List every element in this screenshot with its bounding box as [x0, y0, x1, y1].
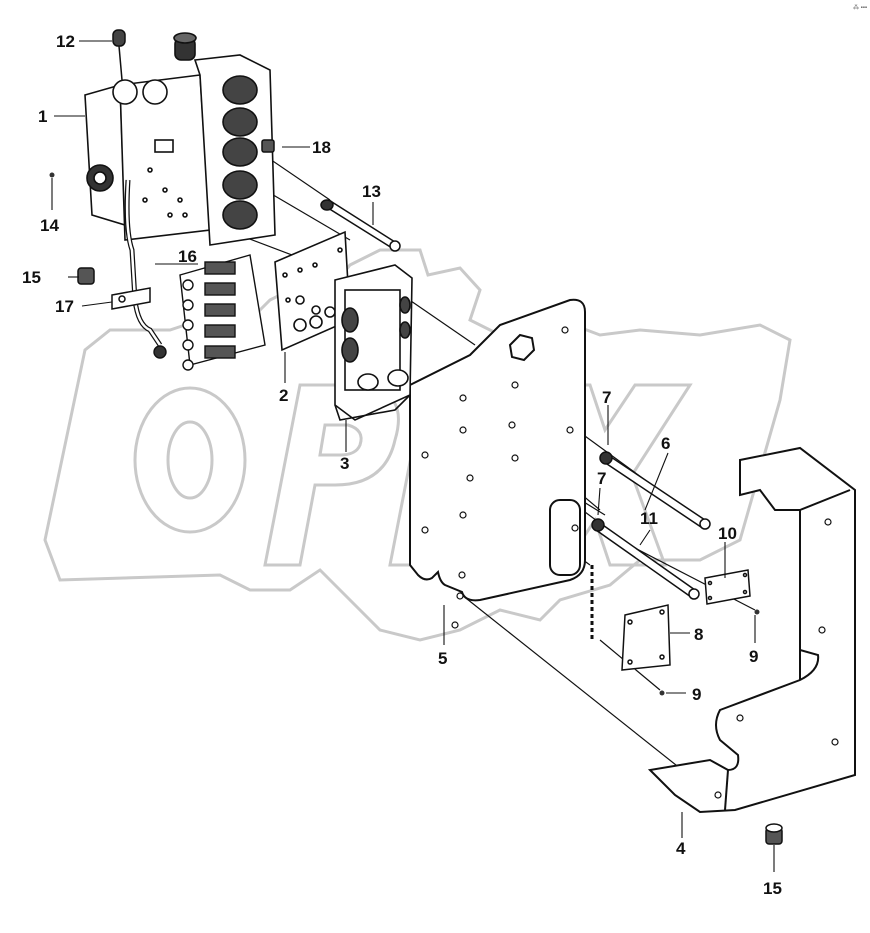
callout-14: 14 — [40, 216, 59, 235]
valve-block — [84, 32, 276, 246]
callout-9b: 9 — [692, 685, 702, 704]
callout-11: 11 — [640, 509, 658, 528]
mounting-plate — [409, 298, 586, 602]
callout-15b: 15 — [763, 879, 782, 898]
callout-13: 13 — [362, 182, 381, 201]
bolt-6 — [599, 451, 711, 530]
callout-2: 2 — [279, 386, 289, 405]
bolt-15-upper — [77, 267, 95, 285]
callout-16: 16 — [178, 247, 197, 266]
label-plate-10 — [704, 569, 751, 605]
callout-15a: 15 — [22, 268, 41, 287]
wire-harness — [124, 179, 266, 371]
screws-9 — [659, 609, 760, 696]
fitting-18 — [261, 139, 275, 153]
clip-17 — [111, 287, 151, 310]
callout-3: 3 — [340, 454, 350, 473]
callout-leaders — [51, 40, 775, 872]
plug-12 — [112, 29, 126, 81]
bolt-15-lower — [765, 823, 783, 845]
callout-8: 8 — [694, 625, 704, 644]
bolt-11 — [591, 518, 700, 600]
callout-12: 12 — [56, 32, 75, 51]
support-bracket — [647, 446, 856, 814]
callout-1: 1 — [38, 107, 48, 126]
callout-4: 4 — [676, 839, 686, 858]
cover-plate-8 — [621, 604, 671, 671]
screw-14 — [49, 172, 55, 178]
callout-7a: 7 — [602, 388, 612, 407]
bolt-13 — [320, 199, 401, 252]
callout-5: 5 — [438, 649, 448, 668]
connector-block — [334, 264, 413, 421]
callout-9a: 9 — [749, 647, 759, 666]
callout-6: 6 — [661, 434, 671, 453]
callout-10: 10 — [718, 524, 737, 543]
bracket-holes — [714, 518, 839, 799]
corner-mark: ⁂ ▪▪▪ — [853, 5, 868, 11]
plate-holes — [421, 326, 579, 629]
callout-17: 17 — [55, 297, 74, 316]
callout-7b: 7 — [597, 469, 607, 488]
callout-18: 18 — [312, 138, 331, 157]
